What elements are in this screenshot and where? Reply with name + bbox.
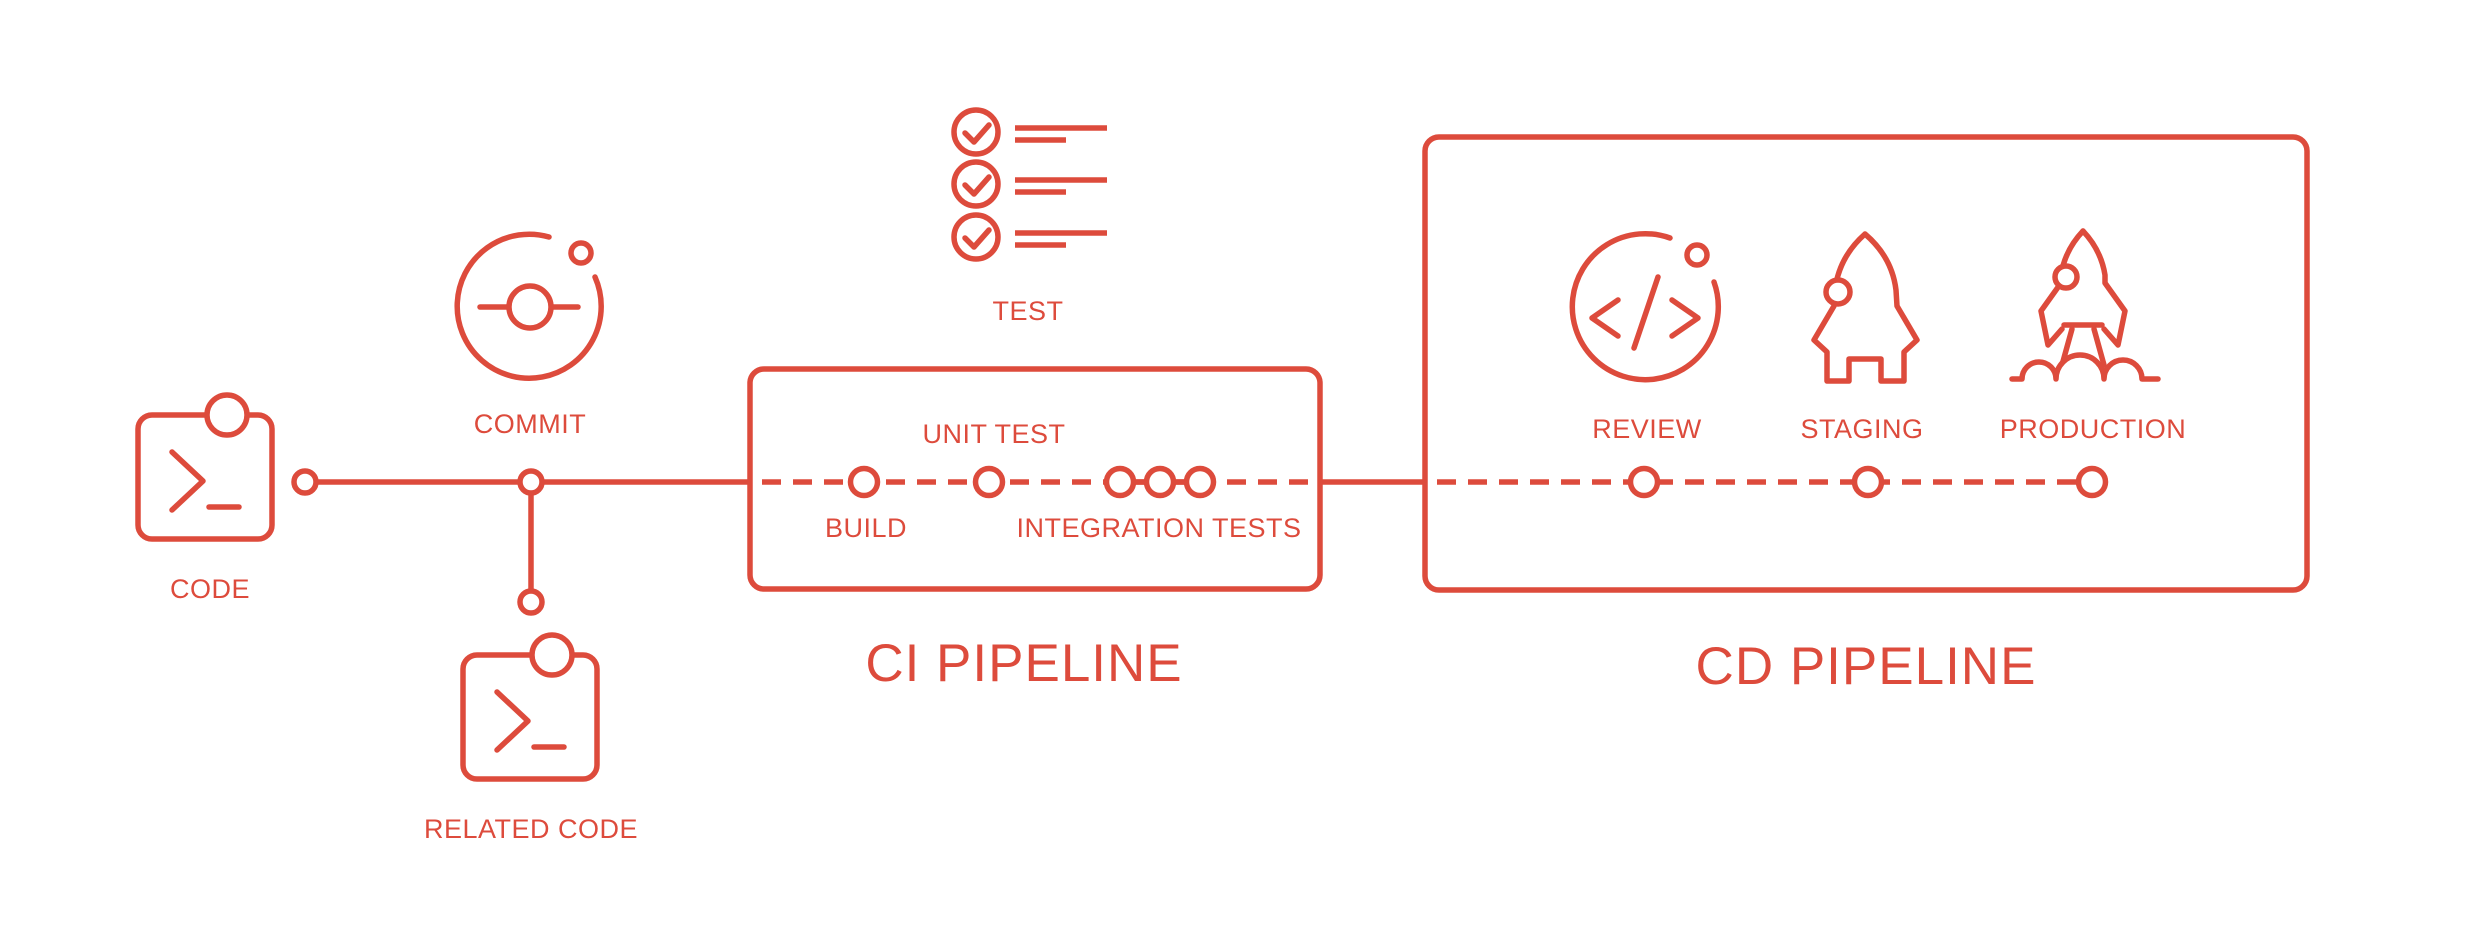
pipeline-title-cd: CD PIPELINE [1695,637,2037,696]
ci-pipeline-box [747,366,1323,592]
integration-test-node-icon [1183,465,1217,499]
cloud-icon [2009,352,2161,382]
label-related-code: RELATED CODE [423,814,639,844]
code-node-icon [291,468,319,496]
pipeline-title-ci: CI PIPELINE [865,634,1183,693]
stage-label-integration-tests: INTEGRATION TESTS [1016,513,1302,543]
stage-label-staging: STAGING [1800,414,1924,444]
related-code-node-icon [517,588,545,616]
cd-pipeline-box [1422,134,2310,593]
build-node-icon [847,465,881,499]
label-test: TEST [992,296,1064,326]
rocket-icon [1811,231,1920,384]
checklist-icon [951,107,1107,262]
integration-test-node-icon [1143,465,1177,499]
stage-label-build: BUILD [824,513,908,543]
label-code: CODE [169,574,251,604]
stage-label-review: REVIEW [1592,414,1702,444]
commit-node-icon [517,468,545,496]
timeline-nodes [291,465,2109,616]
production-node-icon [2075,465,2109,499]
checklist-row [951,107,1107,157]
checklist-row [951,159,1107,209]
staging-node-icon [1851,465,1885,499]
label-commit: COMMIT [473,409,587,439]
code-review-icon [1569,231,1721,383]
rocket-launch-icon [2009,228,2161,382]
unit-test-node-icon [972,465,1006,499]
stage-label-production: PRODUCTION [1999,414,2187,444]
stage-label-unit-test: UNIT TEST [922,419,1066,449]
git-commit-icon [454,231,604,381]
terminal-window-icon [463,635,597,779]
checklist-row [951,212,1107,262]
review-node-icon [1627,465,1661,499]
terminal-window-icon [138,395,272,539]
integration-test-node-icon [1103,465,1137,499]
